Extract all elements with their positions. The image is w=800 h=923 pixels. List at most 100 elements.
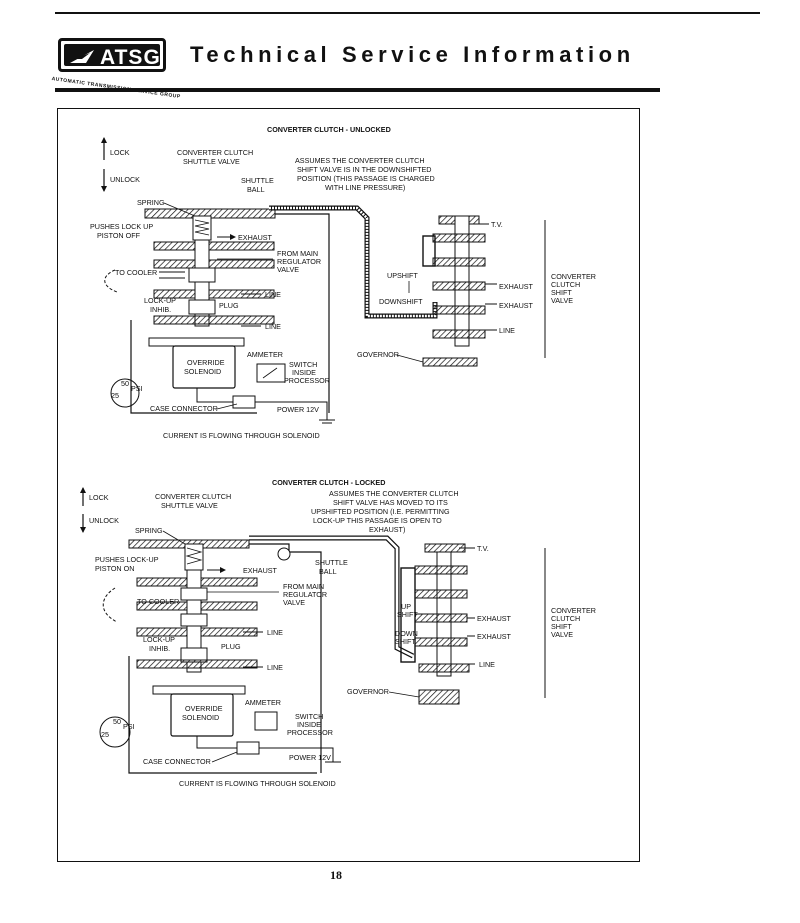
override-2-label-2: SOLENOID [182, 713, 219, 722]
from-main-2-label-1: FROM MAIN [283, 582, 324, 591]
pushes-label-1: PUSHES LOCK UP [90, 222, 153, 231]
case-connector-icon [232, 395, 256, 409]
valve-land-3 [153, 289, 275, 299]
to-cooler-label: TO COOLER [115, 268, 157, 277]
shift-valve-locked [400, 543, 470, 705]
exhaust-r2-label: EXHAUST [499, 301, 534, 310]
unlock-label: UNLOCK [110, 175, 140, 184]
spring-label-2: SPRING [135, 526, 163, 535]
pushes-2-label-1: PUSHES LOCK-UP [95, 555, 159, 564]
shuttle-valve-2-label-2: SHUTTLE VALVE [161, 501, 218, 510]
ccsv-2-label-1: CONVERTER [551, 606, 596, 615]
locked-title: CONVERTER CLUTCH - LOCKED [272, 478, 385, 487]
unlocked-section: CONVERTER CLUTCH - UNLOCKED LOCK UNLOCK … [90, 125, 596, 440]
unlocked-title: CONVERTER CLUTCH - UNLOCKED [267, 125, 391, 134]
override-solenoid [172, 345, 236, 389]
upshift-label: UPSHIFT [387, 271, 418, 280]
current-note-2: CURRENT IS FLOWING THROUGH SOLENOID [179, 779, 336, 788]
assumes-note-4: WITH LINE PRESSURE) [325, 183, 405, 192]
pressure-gauge-icon [110, 378, 140, 408]
upshift-2-label-1: UP [401, 602, 411, 611]
shuttle-valve-label-1: CONVERTER CLUTCH [177, 148, 253, 157]
switch-label-1: SWITCH [289, 360, 317, 369]
from-main-label-1: FROM MAIN [277, 249, 318, 258]
assumes-note-2: SHIFT VALVE IS IN THE DOWNSHIFTED [297, 165, 431, 174]
from-main-label-3: VALVE [277, 265, 299, 274]
gauge-2-25: 25 [101, 730, 109, 739]
case-connector-icon-2 [236, 741, 260, 755]
downshift-2-label-1: DOWN [395, 629, 418, 638]
override-solenoid-2 [170, 693, 234, 737]
governor-label-2: GOVERNOR [347, 687, 389, 696]
locked-section: CONVERTER CLUTCH - LOCKED LOCK UNLOCK CO… [80, 478, 596, 788]
assumes-note-3: POSITION (THIS PASSAGE IS CHARGED [297, 174, 435, 183]
header-title: Technical Service Information [190, 42, 635, 67]
line-label-3: LINE [267, 628, 283, 637]
exhaust-passage [249, 535, 415, 659]
ammeter-icon-2 [254, 711, 278, 731]
assumes-2-note-3: UPSHIFTED POSITION (I.E. PERMITTING [311, 507, 450, 516]
upshift-2-label-2: SHIFT [397, 610, 418, 619]
line-r-label-2: LINE [479, 660, 495, 669]
switch-label-3: PROCESSOR [284, 376, 330, 385]
plug-label-2: PLUG [221, 642, 241, 651]
diagram-frame [57, 108, 640, 862]
ccsv-label-2: CLUTCH [551, 280, 580, 289]
ccsv-2-label-2: CLUTCH [551, 614, 580, 623]
downshift-label: DOWNSHIFT [379, 297, 423, 306]
line-r-label: LINE [499, 326, 515, 335]
line-label-2: LINE [265, 322, 281, 331]
from-main-2-label-2: REGULATOR [283, 590, 327, 599]
converter-clutch-diagram: CONVERTER CLUTCH - UNLOCKED LOCK UNLOCK … [80, 125, 596, 788]
power-label: POWER 12V [277, 405, 319, 414]
exhaust-label: EXHAUST [238, 233, 273, 242]
valve-land-1 [153, 241, 275, 251]
assumes-note-1: ASSUMES THE CONVERTER CLUTCH [295, 156, 425, 165]
line-label-4: LINE [267, 663, 283, 672]
ammeter-label: AMMETER [247, 350, 283, 359]
switch-2-label-3: PROCESSOR [287, 728, 333, 737]
lockup-inhib-label-2: INHIB. [150, 305, 171, 314]
top-rule [55, 12, 760, 14]
valve-land-4 [153, 315, 275, 325]
assumes-2-note-4: LOCK-UP THIS PASSAGE IS OPEN TO [313, 516, 442, 525]
switch-label-2: INSIDE [292, 368, 316, 377]
lock-arrow-head [101, 137, 107, 143]
exhaust-r1-label: EXHAUST [499, 282, 534, 291]
power-label-2: POWER 12V [289, 753, 331, 762]
ccsv-label-3: SHIFT [551, 288, 572, 297]
unlock-arrow-head [101, 186, 107, 192]
logo-text: ATSG [100, 46, 161, 69]
line-label-1: LINE [265, 290, 281, 299]
from-main-2-label-3: VALVE [283, 598, 305, 607]
spring-label: SPRING [137, 198, 165, 207]
shuttle-ball-icon [277, 547, 291, 561]
switch-2-label-2: INSIDE [297, 720, 321, 729]
gauge-psi: PSI [131, 384, 143, 393]
case-connector-label-2: CASE CONNECTOR [143, 757, 211, 766]
exhaust-label-2: EXHAUST [243, 566, 278, 575]
override-label-1: OVERRIDE [187, 358, 225, 367]
shuttle-ball-label-1: SHUTTLE [241, 176, 274, 185]
plug-label: PLUG [219, 301, 239, 310]
shuttle-valve-label-2: SHUTTLE VALVE [183, 157, 240, 166]
gauge-2-50: 50 [113, 717, 121, 726]
assumes-2-note-1: ASSUMES THE CONVERTER CLUTCH [329, 489, 459, 498]
gauge-25: 25 [111, 391, 119, 400]
page-number: 18 [330, 868, 342, 882]
governor-label: GOVERNOR [357, 350, 399, 359]
lock-label: LOCK [110, 148, 130, 157]
shuttle-ball-2-label-2: BALL [319, 567, 337, 576]
tv-label: T.V. [491, 220, 503, 229]
ammeter-label-2: AMMETER [245, 698, 281, 707]
shuttle-ball-2-label-1: SHUTTLE [315, 558, 348, 567]
shift-valve-unlocked [422, 215, 486, 367]
header-rule [55, 88, 660, 92]
valve-land-2 [153, 259, 275, 269]
current-note: CURRENT IS FLOWING THROUGH SOLENOID [163, 431, 320, 440]
governor-body-2 [418, 689, 460, 705]
tv-label-2: T.V. [477, 544, 489, 553]
switch-2-label-1: SWITCH [295, 712, 323, 721]
ammeter-icon [256, 363, 286, 383]
shuttle-ball-label-2: BALL [247, 185, 265, 194]
